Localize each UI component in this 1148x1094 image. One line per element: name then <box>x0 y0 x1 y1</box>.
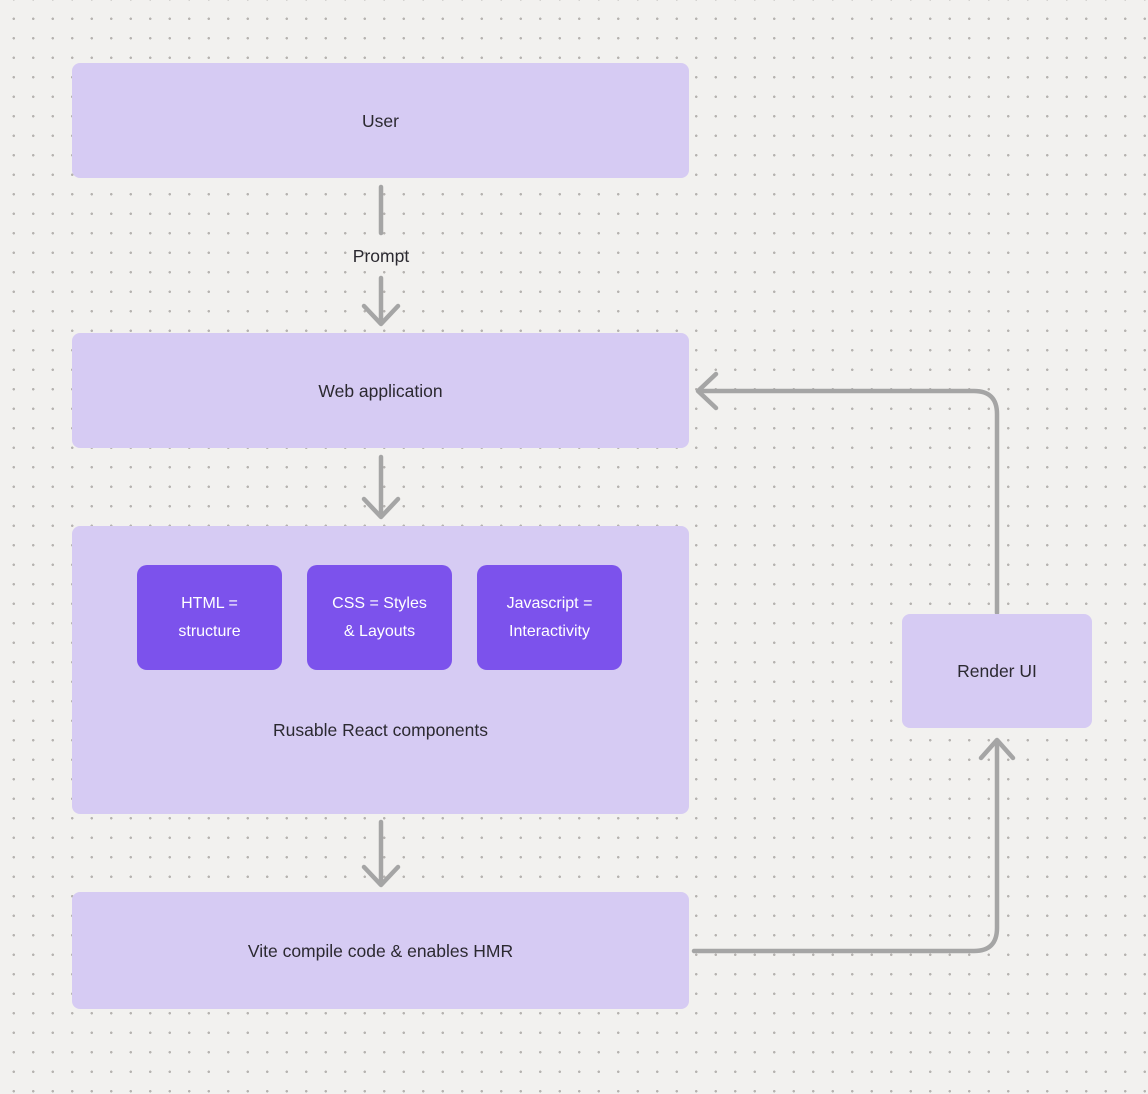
node-vite-label: Vite compile code & enables HMR <box>247 940 514 961</box>
node-css: CSS = Styles & Layouts <box>307 565 452 670</box>
arrowhead-down-icon <box>361 496 401 520</box>
arrowhead-down-icon <box>361 303 401 327</box>
arrowhead-up-icon <box>978 737 1016 761</box>
node-components-group: HTML = structure CSS = Styles & Layouts … <box>72 526 689 814</box>
node-user-label: User <box>362 110 399 131</box>
node-javascript-label: Javascript = Interactivity <box>506 594 593 640</box>
arrow-render-to-web <box>698 388 1000 616</box>
edge-label-prompt: Prompt <box>352 246 410 266</box>
components-group-caption: Rusable React components <box>273 720 488 740</box>
node-javascript: Javascript = Interactivity <box>477 565 622 670</box>
node-web-application-label: Web application <box>318 380 443 401</box>
node-vite: Vite compile code & enables HMR <box>72 892 689 1009</box>
arrowhead-left-icon <box>695 371 719 411</box>
node-css-label: CSS = Styles & Layouts <box>332 594 427 640</box>
arrowhead-down-icon <box>361 864 401 888</box>
arrow-vite-to-render <box>691 738 1000 954</box>
node-html-label: HTML = structure <box>178 594 241 640</box>
node-render-ui-label: Render UI <box>957 661 1037 681</box>
node-html: HTML = structure <box>137 565 282 670</box>
node-user: User <box>72 63 689 178</box>
node-render-ui: Render UI <box>902 614 1092 728</box>
node-web-application: Web application <box>72 333 689 448</box>
